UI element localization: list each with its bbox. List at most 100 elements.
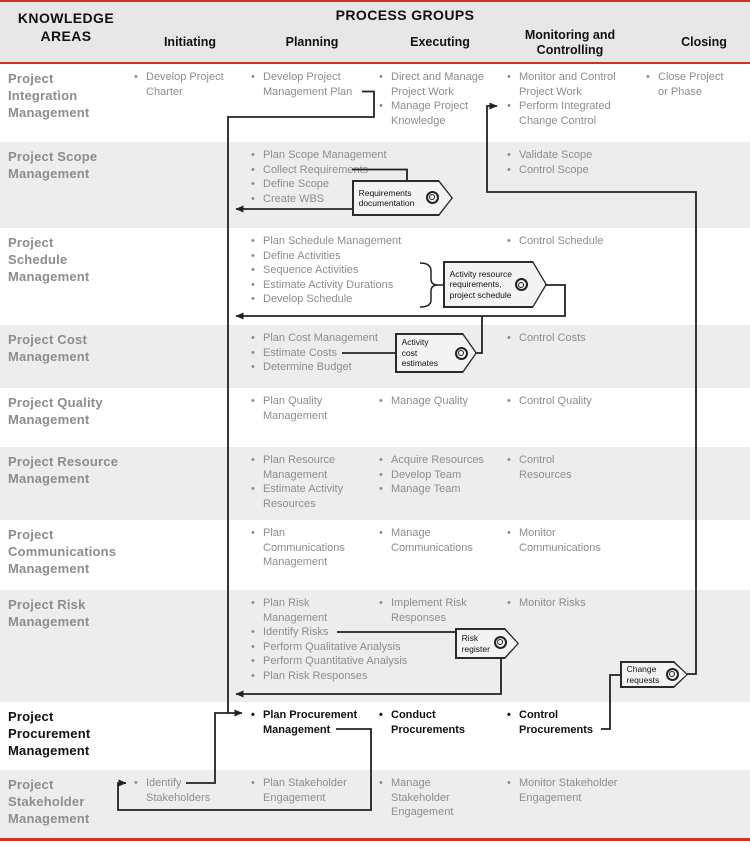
knowledge-area-title: Project Quality Management: [8, 395, 103, 427]
cell-planning: Plan Risk ManagementIdentify RisksPerfor…: [250, 596, 407, 684]
grommet-icon: [425, 190, 439, 204]
knowledge-area-title: Project Scope Management: [8, 149, 98, 181]
cell-planning: Develop Project Management Plan: [250, 70, 390, 99]
process-item: Perform Qualitative Analysis: [250, 640, 401, 655]
tag-label: Requirements documentation: [358, 187, 415, 208]
cell-executing: Conduct Procurements: [378, 708, 502, 737]
process-item: Control Quality: [506, 394, 646, 409]
process-item: Validate Scope: [506, 148, 646, 163]
header-band: KNOWLEDGE AREAS PROCESS GROUPS Initiatin…: [0, 0, 750, 64]
process-item: Control Procurements: [506, 708, 646, 737]
process-item: Manage Communications: [378, 526, 502, 555]
cell-monitoring-and-controlling: Control Costs: [506, 331, 646, 346]
process-item: Plan Risk Responses: [250, 669, 390, 684]
cell-monitoring-and-controlling: Control Procurements: [506, 708, 646, 737]
cell-monitoring-and-controlling: Monitor Stakeholder Engagement: [506, 776, 646, 805]
cell-executing: Manage Stakeholder Engagement: [378, 776, 502, 820]
knowledge-area-title: Project Risk Management: [8, 597, 90, 629]
tag-activity-resource-requirements: Activity resource requirements, project …: [443, 261, 547, 308]
process-item: Control Scope: [506, 163, 646, 178]
tag-change-requests: Change requests: [620, 661, 688, 688]
grommet-icon: [665, 667, 679, 681]
process-item: Control Costs: [506, 331, 646, 346]
tag-label: Activity cost estimates: [401, 337, 438, 369]
process-item: Plan Risk Management: [250, 596, 390, 625]
process-item: Plan Schedule Management: [250, 234, 401, 249]
knowledge-areas-header: KNOWLEDGE AREAS: [17, 10, 115, 44]
knowledge-area-title: Project Cost Management: [8, 332, 90, 364]
process-item: Plan Stakeholder Engagement: [250, 776, 390, 805]
process-item: Estimate Activity Durations: [250, 278, 393, 293]
column-header-executing: Executing: [410, 35, 470, 49]
column-header-closing: Closing: [681, 35, 727, 49]
cell-monitoring-and-controlling: Monitor Risks: [506, 596, 646, 611]
process-item: Monitor Stakeholder Engagement: [506, 776, 646, 805]
process-item: Manage Team: [378, 482, 502, 497]
cell-planning: Plan Cost ManagementEstimate CostsDeterm…: [250, 331, 390, 375]
cell-executing: Manage Communications: [378, 526, 502, 555]
process-item: Plan Quality Management: [250, 394, 390, 423]
cell-planning: Plan Stakeholder Engagement: [250, 776, 390, 805]
knowledge-area-row: Project Resource Management Plan Resource…: [0, 447, 750, 520]
knowledge-area-row: Project Procurement Management Plan Procu…: [0, 702, 750, 770]
knowledge-area-title: Project Resource Management: [8, 454, 119, 486]
grommet-icon: [493, 635, 507, 649]
grommet-icon: [454, 346, 468, 360]
process-item: Plan Resource Management: [250, 453, 390, 482]
process-item: Close Project or Phase: [645, 70, 745, 99]
process-item: Perform Integrated Change Control: [506, 99, 646, 128]
cell-monitoring-and-controlling: Control Schedule: [506, 234, 646, 249]
knowledge-area-row: Project Stakeholder Management Identify S…: [0, 770, 750, 838]
cell-initiating: Identify Stakeholders: [133, 776, 245, 805]
process-item: Manage Quality: [378, 394, 502, 409]
process-item: Identify Risks: [250, 625, 390, 640]
process-item: Perform Quantitative Analysis: [250, 654, 407, 669]
process-item: Estimate Costs: [250, 346, 390, 361]
process-item: Define Activities: [250, 249, 390, 264]
process-item: Sequence Activities: [250, 263, 390, 278]
cell-executing: Acquire ResourcesDevelop TeamManage Team: [378, 453, 502, 497]
cell-executing: Implement Risk Responses: [378, 596, 502, 625]
cell-monitoring-and-controlling: Control Resources: [506, 453, 646, 482]
tag-requirements-documentation: Requirements documentation: [352, 180, 453, 216]
knowledge-area-title: Project Integration Management: [8, 71, 90, 120]
process-item: Plan Communications Management: [250, 526, 390, 570]
process-item: Acquire Resources: [378, 453, 502, 468]
cell-planning: Plan Quality Management: [250, 394, 390, 423]
knowledge-area-row: Project Integration Management Develop Pr…: [0, 64, 750, 142]
cell-planning: Plan Procurement Management: [250, 708, 390, 737]
process-item: Develop Project Charter: [133, 70, 245, 99]
process-item: Develop Team: [378, 468, 502, 483]
process-item: Implement Risk Responses: [378, 596, 502, 625]
knowledge-area-title: Project Stakeholder Management: [8, 777, 90, 826]
grommet-icon: [514, 278, 528, 291]
process-item: Plan Scope Management: [250, 148, 390, 163]
process-item: Control Resources: [506, 453, 646, 482]
knowledge-area-title: Project Communications Management: [8, 527, 117, 576]
cell-initiating: Develop Project Charter: [133, 70, 245, 99]
process-item: Conduct Procurements: [378, 708, 502, 737]
cell-executing: Manage Quality: [378, 394, 502, 409]
process-item: Manage Project Knowledge: [378, 99, 502, 128]
column-header-monitoring-and-controlling: Monitoring and Controlling: [524, 28, 616, 57]
tag-activity-cost-estimates: Activity cost estimates: [395, 333, 477, 373]
cell-monitoring-and-controlling: Monitor Communications: [506, 526, 646, 555]
knowledge-area-title: Project Procurement Management: [8, 709, 91, 758]
cell-executing: Direct and Manage Project WorkManage Pro…: [378, 70, 502, 128]
process-groups-header: PROCESS GROUPS: [335, 7, 475, 23]
cell-monitoring-and-controlling: Validate ScopeControl Scope: [506, 148, 646, 177]
process-item: Control Schedule: [506, 234, 646, 249]
cell-monitoring-and-controlling: Control Quality: [506, 394, 646, 409]
tag-risk-register: Risk register: [455, 628, 519, 659]
process-item: Monitor and Control Project Work: [506, 70, 646, 99]
column-header-initiating: Initiating: [163, 35, 217, 49]
cell-planning: Plan Communications Management: [250, 526, 390, 570]
cell-planning: Plan Schedule ManagementDefine Activitie…: [250, 234, 401, 307]
tag-label: Change requests: [626, 664, 660, 685]
process-item: Direct and Manage Project Work: [378, 70, 502, 99]
cell-planning: Plan Resource ManagementEstimate Activit…: [250, 453, 390, 511]
process-item: Plan Procurement Management: [250, 708, 390, 737]
process-item: Estimate Activity Resources: [250, 482, 390, 511]
process-item: Determine Budget: [250, 360, 390, 375]
